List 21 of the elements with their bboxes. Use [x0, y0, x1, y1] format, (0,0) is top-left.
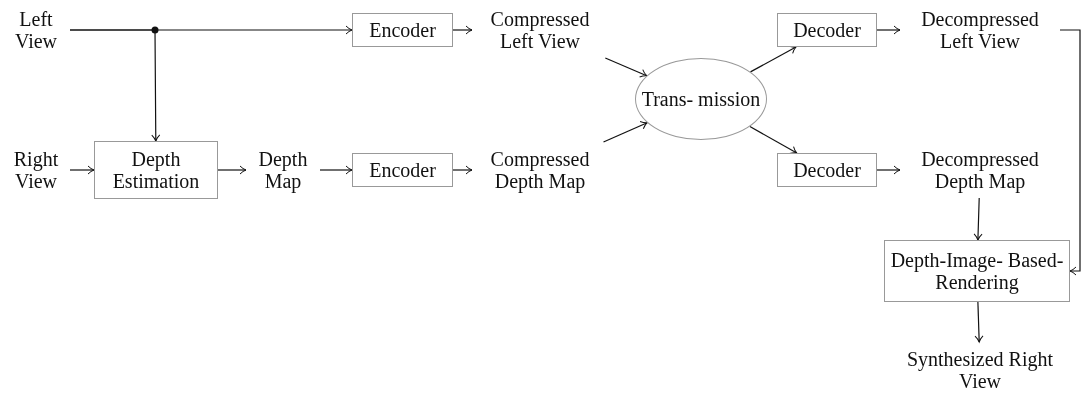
process-box [884, 240, 1070, 302]
node-text: Decoder [793, 159, 861, 181]
node-text: Encoder [369, 19, 436, 41]
process-box [777, 13, 877, 47]
node-text: Decoder [793, 19, 861, 41]
node-text: Synthesized Right View [905, 348, 1055, 392]
node-text: Depth-Image- Based-Rendering [889, 249, 1065, 293]
node-text: Compressed Left View [489, 8, 591, 52]
node-text: Trans- mission [641, 88, 761, 110]
node-text: Decompressed Left View [920, 8, 1040, 52]
process-box [777, 153, 877, 187]
node-text: Compressed Depth Map [489, 148, 591, 192]
node-text: Left View [13, 8, 59, 52]
node-text: Depth Estimation [111, 148, 201, 192]
process-box [352, 153, 453, 187]
node-text: Encoder [369, 159, 436, 181]
process-box [94, 141, 218, 199]
node-text: Depth Map [257, 148, 309, 192]
node-text: Decompressed Depth Map [920, 148, 1040, 192]
node-text: Right View [12, 148, 60, 192]
process-box [352, 13, 453, 47]
